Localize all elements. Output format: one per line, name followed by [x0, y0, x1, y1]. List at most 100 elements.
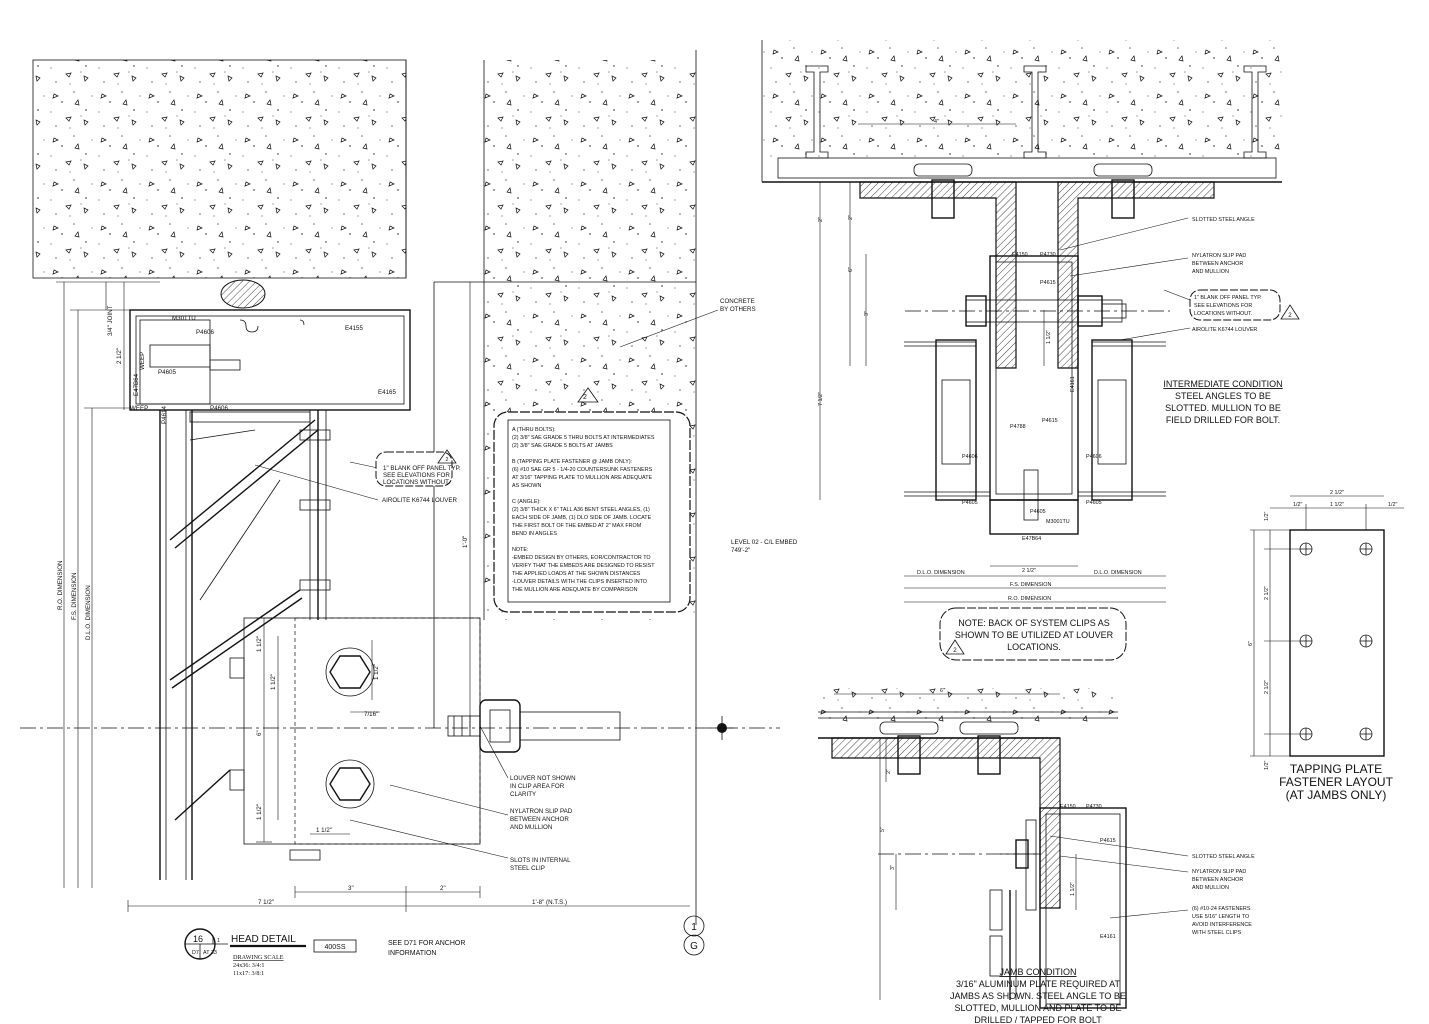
intermediate-dimensions — [819, 123, 1166, 603]
jamb-slab — [818, 688, 1118, 724]
tp-v-half-top: 1/2" — [1264, 512, 1270, 521]
cloud-note-line: (6) #10 SAE GR 5 - 1/4-20 COUNTERSUNK FA… — [512, 467, 653, 473]
tp-title-3: (AT JAMBS ONLY) — [1286, 788, 1387, 802]
tapping-holes — [1299, 542, 1373, 741]
head-detail: 2 — [20, 50, 780, 925]
tp-v-2-5a: 2 1/2" — [1264, 586, 1270, 600]
tp-dim-2-5: 2 1/2" — [1330, 490, 1344, 496]
intermediate-dim-3: 3" — [864, 311, 870, 316]
level-label-1: LEVEL 02 - C/L EMBED — [731, 539, 798, 546]
back-note-3: LOCATIONS. — [1007, 642, 1061, 652]
intermediate-note-3: FIELD DRILLED FOR BOLT. — [1166, 415, 1280, 425]
grid-letter: G — [690, 941, 698, 952]
jamb-part-e4150: E4150 — [1060, 804, 1076, 810]
int-part-p4606-r: P4606 — [1086, 454, 1102, 460]
cloud-note-line: THE MULLION ARE ADEQUATE BY COMPARISON — [512, 587, 638, 593]
intermediate-dim-2-5: 2 1/2" — [1022, 568, 1036, 574]
tapping-dimensions — [1250, 495, 1404, 757]
part-p4614: P4614 — [161, 406, 168, 424]
detail-at-ref: AT 33 — [203, 950, 217, 956]
louver-not-2: IN CLIP AREA FOR — [510, 783, 565, 790]
int-part-e4784: E47B64 — [1022, 536, 1041, 542]
nylatron-3: AND MULLION — [510, 824, 552, 831]
cloud-note-line: EACH SIDE OF JAMB, (1) DLO SIDE OF JAMB.… — [512, 515, 652, 521]
int-blank-1: 1" BLANK OFF PANEL TYP. — [1194, 295, 1262, 301]
intermediate-leaders — [1059, 217, 1191, 341]
dim-1-5a: 1 1/2" — [256, 636, 263, 652]
backer-rod — [220, 279, 266, 309]
head-vertical-dimensions — [56, 281, 471, 888]
jamb-title: JAMB CONDITION — [999, 967, 1076, 977]
blank-off-line-2: SEE ELEVATIONS FOR — [383, 472, 450, 479]
detail-title: HEAD DETAIL — [231, 934, 296, 945]
dim-6: 6" — [256, 730, 263, 736]
dim-1-8: 1'-8" (N.T.S.) — [532, 899, 567, 906]
intermediate-dim-6: 6" — [848, 267, 854, 272]
dim-1-5d: 1 1/2" — [373, 664, 380, 680]
louver-label: AIROLITE K6744 LOUVER — [382, 497, 458, 504]
tp-v-6: 6" — [1248, 641, 1254, 646]
jamb-leaders — [1049, 835, 1189, 919]
aluminum-plate — [1025, 819, 1037, 911]
system-tag: 400SS — [324, 944, 345, 951]
back-note-1: NOTE: BACK OF SYSTEM CLIPS AS — [958, 618, 1110, 628]
int-part-p4788: P4788 — [1010, 424, 1026, 430]
dim-2-5: 2 1/2" — [116, 348, 123, 364]
grid-number: 1 — [691, 922, 697, 933]
slots-2: STEEL CLIP — [510, 865, 545, 872]
jamb-dim-2: 2" — [886, 769, 892, 774]
cloud-note-line: NOTE: — [512, 547, 528, 553]
jamb-dim-1-5: 1 1/2" — [1070, 882, 1076, 896]
tp-title-1: TAPPING PLATE — [1290, 762, 1382, 776]
cloud-note-line: (2) 3/8" SAE GRADE 5 BOLTS AT JAMBS — [512, 443, 613, 449]
jamb-dim-6: 6" — [940, 688, 945, 694]
head-detail-labels: M301TU P4606 E4155 E4165 P4605 P4606 WEE… — [57, 298, 798, 906]
jamb-fast-3: AVOID INTERFERENCE — [1192, 922, 1252, 928]
joint-dimension: 3/4" JOINT — [107, 305, 114, 336]
angle-bolts — [913, 163, 1153, 219]
mullion-fasteners — [289, 429, 331, 861]
int-part-e4150: E4150 — [1012, 252, 1028, 258]
tapping-plate — [1289, 529, 1385, 757]
jamb-note-4: DRILLED / TAPPED FOR BOLT — [974, 1015, 1102, 1024]
cloud-note-line: (2) 3/8" SAE GRADE 5 THRU BOLTS AT INTER… — [512, 435, 655, 441]
part-e4784: E47B64 — [133, 373, 140, 396]
int-part-p4606-l: P4606 — [962, 454, 978, 460]
cloud-note-line: AS SHOWN — [512, 483, 541, 489]
cloud-note-line: THE APPLIED LOADS AT THE SHOWN DISTANCES — [512, 571, 641, 577]
int-part-p4605-r: P4605 — [1086, 500, 1102, 506]
grid-bubble: 1 G — [683, 915, 705, 956]
anchor-note-1: SEE D71 FOR ANCHOR — [388, 940, 465, 947]
dim-1-5b: 1 1/2" — [270, 674, 277, 690]
intermediate-dim-2a: 2" — [818, 217, 824, 222]
cloud-note-line: AT 3/16" TAPPING PLATE TO MULLION ARE AD… — [512, 475, 653, 481]
nylatron-2: BETWEEN ANCHOR — [510, 816, 569, 823]
part-e4165: E4165 — [378, 389, 396, 396]
tp-dim-1-5: 1 1/2" — [1330, 502, 1344, 508]
dim-fs: F.S. DIMENSION — [71, 573, 78, 620]
dim-2: 2" — [440, 885, 446, 892]
level-label-2: 749'-2" — [731, 547, 750, 554]
cloud-note-line: THE FIRST BOLT OF THE EMBED AT 2" MAX FR… — [512, 523, 642, 529]
dim-dlo: D.L.O. DIMENSION — [85, 585, 92, 640]
jamb-dim-5: 5" — [880, 827, 886, 832]
part-p4606-bottom: P4606 — [210, 405, 228, 412]
cloud-note-line: B (TAPPING PLATE FASTENER @ JAMB ONLY): — [512, 459, 632, 465]
jamb-fast-2: USE 5/16" LENGTH TO — [1192, 914, 1249, 920]
detail-small-ref: 1 — [217, 938, 220, 944]
int-part-e4161: E4161 — [1070, 376, 1076, 392]
intermediate-blank-revision: 2 — [1288, 312, 1292, 319]
intermediate-dim-4: 4" — [934, 119, 939, 125]
concrete-label-1: CONCRETE — [720, 298, 755, 305]
cloud-note-line: -EMBED DESIGN BY OTHERS, EOR/CONTRACTOR … — [512, 555, 651, 561]
jamb-part-p4615: P4615 — [1100, 838, 1116, 844]
dim-7-16: 7/16" — [364, 711, 378, 718]
jamb-fast-1: (6) #10-24 FASTENERS — [1192, 906, 1251, 912]
drawing-scale-label: DRAWING SCALE — [233, 954, 284, 961]
nylatron-1: NYLATRON SLIP PAD — [510, 808, 573, 815]
jamb-dim-3: 3" — [890, 865, 896, 870]
cloud-note-line: (2) 3/8" THICK X 6" TALL A36 BENT STEEL … — [512, 507, 650, 513]
weep-bottom: WEEP — [130, 405, 148, 412]
part-m301tu: M301TU — [172, 315, 196, 322]
int-part-p4605-l: P4605 — [962, 500, 978, 506]
